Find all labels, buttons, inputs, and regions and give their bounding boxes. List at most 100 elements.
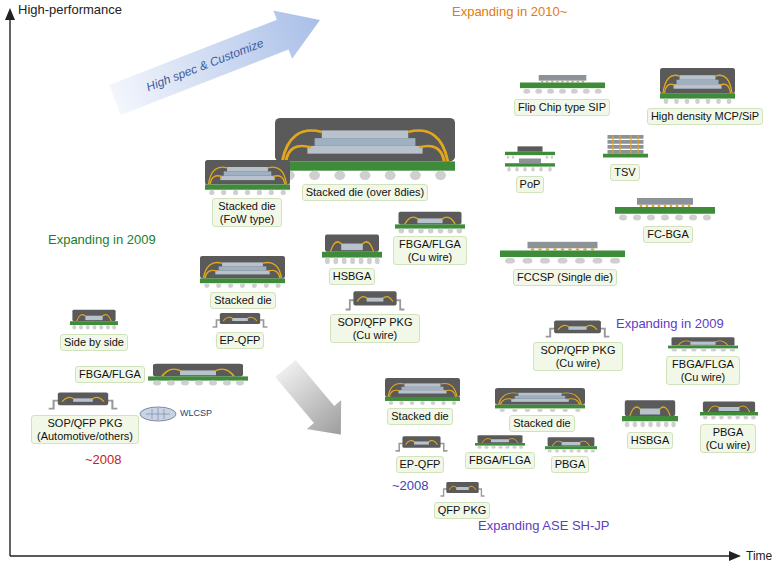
package-name: HSBGA bbox=[631, 434, 670, 446]
package-label: Flip Chip type SIP bbox=[514, 99, 610, 116]
package-label: FBGA/FLGA bbox=[465, 452, 535, 469]
package-label: SOP/QFP PKG (Cu wire) bbox=[533, 342, 623, 371]
trend-arrow bbox=[106, 0, 330, 124]
package-label: High density MCP/SiP bbox=[647, 108, 763, 125]
package-name: FCCSP (Single die) bbox=[517, 271, 613, 283]
package-name: Stacked die (FoW type) bbox=[218, 200, 275, 225]
package-name: SOP/QFP PKG (Cu wire) bbox=[540, 344, 615, 369]
stacked-die-icon bbox=[495, 388, 585, 412]
axis-arrowhead bbox=[729, 551, 741, 561]
package-name: Stacked die bbox=[513, 417, 570, 429]
package-name: FBGA/FLGA (Cu wire) bbox=[399, 238, 461, 263]
bga-icon bbox=[148, 364, 248, 386]
qfp-icon bbox=[396, 436, 448, 451]
package-name: SOP/QFP PKG (Automotive/others) bbox=[37, 417, 133, 442]
region-fill bbox=[0, 0, 562, 515]
package-label: FC-BGA bbox=[643, 226, 693, 243]
package-label: QFP PKG bbox=[434, 502, 491, 519]
axis-label: Time bbox=[746, 549, 772, 563]
axis-label: High-performance bbox=[18, 2, 122, 17]
package-label: FCCSP (Single die) bbox=[513, 269, 617, 286]
axis-arrowhead bbox=[5, 8, 15, 20]
bga-icon bbox=[668, 337, 738, 351]
package-name: PoP bbox=[520, 178, 541, 190]
bga-icon bbox=[622, 400, 678, 427]
package-name: FC-BGA bbox=[647, 228, 689, 240]
era-region: Expanding in 2010~Flip Chip type SIPHigh… bbox=[451, 24, 783, 320]
package-label: PBGA bbox=[551, 456, 590, 473]
package-label: SOP/QFP PKG (Cu wire) bbox=[330, 314, 420, 343]
package-icons bbox=[49, 68, 758, 496]
bga-icon bbox=[70, 310, 118, 330]
package-label: Side by side bbox=[60, 334, 128, 351]
qfp-icon bbox=[546, 321, 610, 337]
package-label: SOP/QFP PKG (Automotive/others) bbox=[31, 415, 139, 444]
package-name: FBGA/FLGA (Cu wire) bbox=[672, 358, 734, 383]
axis-line bbox=[10, 555, 730, 556]
package-name: Stacked die bbox=[391, 410, 448, 422]
region-fill bbox=[336, 257, 783, 567]
flip-chip-icon bbox=[615, 198, 715, 221]
qfp-icon bbox=[49, 393, 118, 409]
shift-arrow-shape bbox=[267, 353, 360, 451]
package-label: FBGA/FLGA (Cu wire) bbox=[393, 236, 467, 265]
region-heading: Expanding in 2009 bbox=[48, 232, 156, 248]
package-name: EP-QFP bbox=[400, 458, 441, 470]
wafer-disk bbox=[140, 407, 176, 421]
package-label: Stacked die bbox=[387, 408, 452, 425]
package-label: EP-QFP bbox=[216, 332, 265, 349]
package-name: FBGA/FLGA bbox=[469, 454, 531, 466]
package-name: PBGA bbox=[555, 458, 586, 470]
bga-icon bbox=[475, 435, 525, 449]
package-name: QFP PKG bbox=[438, 504, 487, 516]
package-label: HSBGA bbox=[627, 432, 674, 449]
package-label: Stacked die (FoW type) bbox=[212, 198, 282, 227]
bga-icon bbox=[322, 234, 382, 264]
package-label: FBGA/FLGA bbox=[75, 366, 145, 383]
region-fill bbox=[426, 0, 783, 349]
qfp-icon bbox=[213, 313, 268, 327]
package-label: WLCSP bbox=[180, 408, 212, 418]
qfp-icon bbox=[440, 482, 484, 496]
package-label: FBGA/FLGA (Cu wire) bbox=[666, 356, 740, 385]
region-heading: ~2008 bbox=[85, 452, 122, 468]
package-label: Stacked die (over 8dies) bbox=[302, 184, 429, 201]
stacked-die-icon bbox=[205, 160, 290, 195]
package-name: Stacked die bbox=[214, 294, 271, 306]
region-fill bbox=[0, 197, 382, 523]
flip-chip-icon bbox=[520, 75, 605, 94]
trend-arrow-shape bbox=[106, 0, 330, 124]
package-label: PBGA (Cu wire) bbox=[700, 424, 756, 453]
stacked-die-icon bbox=[275, 118, 455, 180]
package-name: FBGA/FLGA bbox=[79, 368, 141, 380]
package-label: Stacked die bbox=[509, 415, 574, 432]
package-label: HSBGA bbox=[329, 268, 376, 285]
package-label: PoP bbox=[516, 176, 545, 193]
bga-icon bbox=[700, 402, 758, 420]
package-name: HSBGA bbox=[333, 270, 372, 282]
pop-icon bbox=[505, 146, 555, 171]
package-label: EP-QFP bbox=[396, 456, 445, 473]
era-region: ~2008 Stacked dieSide by side EP-QFP FBGA/F… bbox=[11, 241, 349, 480]
stacked-die-icon bbox=[200, 256, 285, 288]
axis-line bbox=[9, 18, 10, 556]
package-label: Stacked die bbox=[210, 292, 275, 309]
package-name: PBGA (Cu wire) bbox=[706, 426, 751, 451]
flip-chip-icon bbox=[500, 242, 625, 264]
stacked-die-icon bbox=[660, 68, 735, 104]
package-label: TSV bbox=[610, 164, 639, 181]
stacked-die-icon bbox=[385, 378, 460, 405]
package-name: EP-QFP bbox=[220, 334, 261, 346]
region-heading: Expanding in 2009 bbox=[616, 316, 724, 332]
qfp-icon bbox=[346, 291, 405, 309]
wafer-icon bbox=[140, 407, 176, 421]
region-heading: Expanding ASE SH-JP bbox=[478, 518, 610, 534]
package-name: Side by side bbox=[64, 336, 124, 348]
region-heading: Expanding in 2010~ bbox=[452, 4, 567, 20]
bga-icon bbox=[545, 437, 597, 452]
package-name: TSV bbox=[614, 166, 635, 178]
package-name: High density MCP/SiP bbox=[651, 110, 759, 122]
tsv-icon bbox=[603, 135, 648, 158]
